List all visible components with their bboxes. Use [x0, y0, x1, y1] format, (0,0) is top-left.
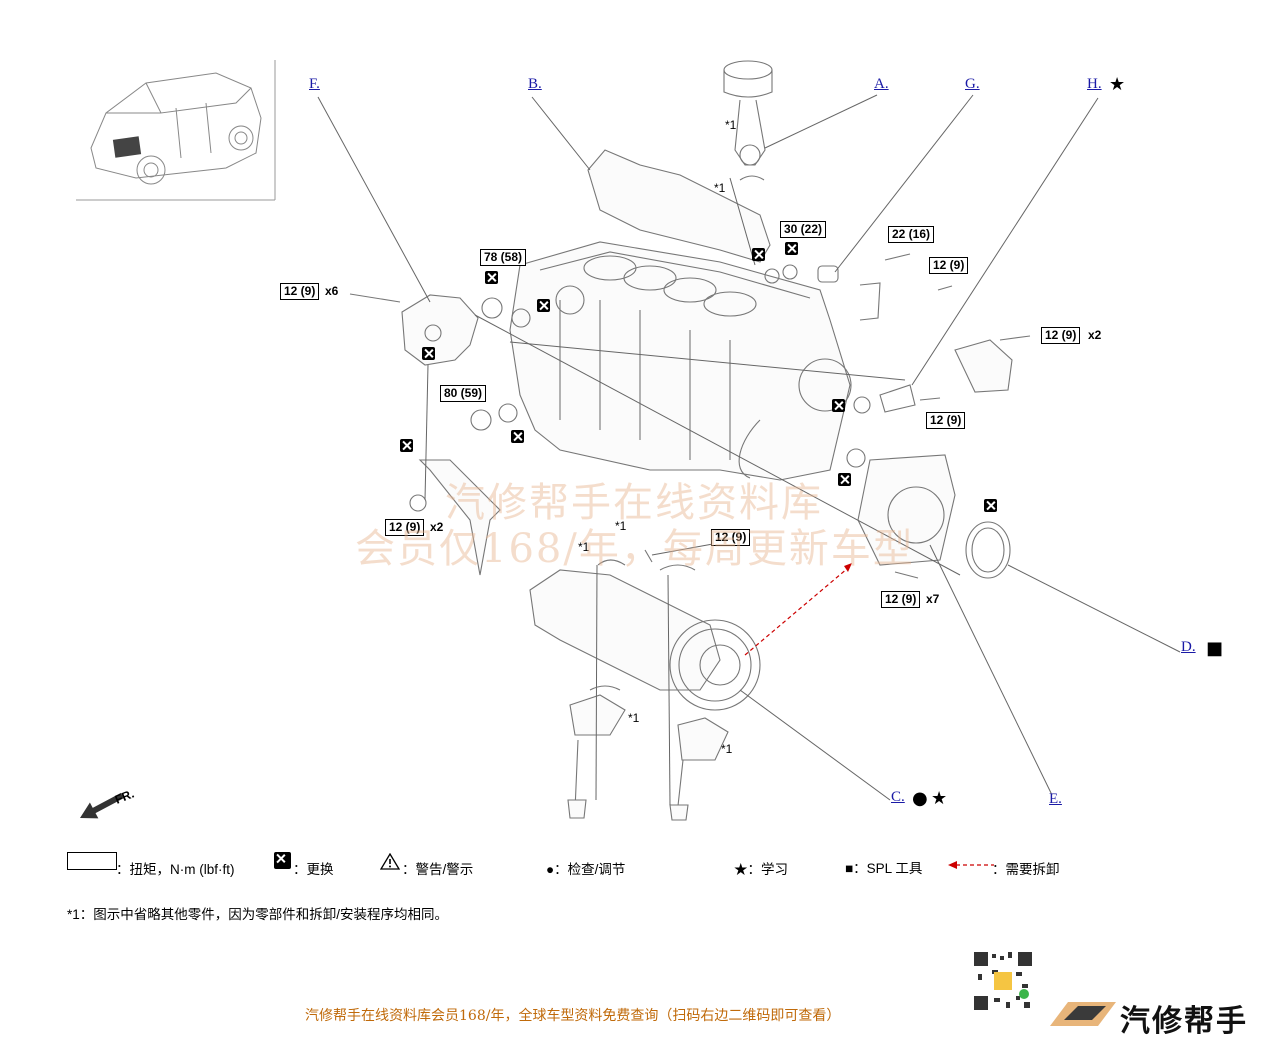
callout-a[interactable]: A.	[874, 76, 889, 92]
legend-warning-icon	[380, 853, 400, 870]
legend-inspect: ●：检查/调节	[546, 862, 626, 877]
legend-torque-box-icon	[67, 852, 117, 870]
callout-e[interactable]: E.	[1049, 791, 1062, 807]
qr-code-image	[972, 950, 1034, 1012]
spl-tool-square-icon: ■	[1206, 638, 1224, 659]
callout-b[interactable]: B.	[528, 76, 542, 92]
legend-replace: ：更换	[293, 862, 334, 877]
torque-spec: 12 (9)	[926, 412, 966, 429]
callout-c[interactable]: C.	[891, 789, 905, 805]
torque-spec: 12 (9)	[881, 591, 921, 608]
quantity-label: x2	[430, 520, 444, 534]
torque-spec: 12 (9)	[1041, 327, 1081, 344]
callout-f[interactable]: F.	[309, 76, 320, 92]
callout-h[interactable]: H.	[1087, 76, 1102, 92]
replace-icon	[400, 439, 413, 452]
legend-replace-icon	[274, 852, 291, 869]
replace-icon	[511, 430, 524, 443]
callout-d[interactable]: D.	[1181, 639, 1196, 655]
replace-icon	[832, 399, 845, 412]
replace-icon	[984, 499, 997, 512]
torque-spec: 78 (58)	[480, 249, 527, 266]
brand-logo-icon	[1050, 1002, 1116, 1026]
omitted-parts-note: *1	[628, 711, 640, 725]
replace-icon	[838, 473, 851, 486]
front-direction-arrow	[80, 792, 124, 819]
replace-icon	[422, 347, 435, 360]
footer-promo-text: 汽修帮手在线资料库会员168/年，全球车型资料免费查询（扫码右边二维码即可查看）	[305, 1008, 841, 1024]
omitted-parts-note: *1	[714, 181, 726, 195]
footnote: *1：图示中省略其他零件，因为零部件和拆卸/安装程序均相同。	[67, 907, 449, 922]
legend-learn: ★：学习	[734, 862, 788, 877]
fr-label: FR.	[113, 787, 136, 807]
callout-g[interactable]: G.	[965, 76, 980, 92]
omitted-parts-note: *1	[615, 519, 627, 533]
inspect-dot-icon: ●	[912, 788, 928, 809]
replace-icon	[537, 299, 550, 312]
quantity-label: x2	[1088, 328, 1102, 342]
torque-spec: 22 (16)	[888, 226, 935, 243]
learn-star-icon: ★	[931, 788, 948, 809]
legend-torque: ：扭矩，N·m (lbf·ft)	[116, 862, 235, 877]
omitted-parts-note: *1	[578, 540, 590, 554]
replace-icon	[485, 271, 498, 284]
quantity-label: x7	[926, 592, 940, 606]
brand-name: 汽修帮手	[1120, 1004, 1248, 1039]
watermark-line-1: 汽修帮手在线资料库	[445, 480, 823, 526]
torque-spec: 12 (9)	[711, 529, 751, 546]
torque-spec: 12 (9)	[280, 283, 320, 300]
omitted-parts-note: *1	[725, 118, 737, 132]
torque-spec: 80 (59)	[440, 385, 487, 402]
torque-spec: 12 (9)	[385, 519, 425, 536]
watermark-line-2: 会员仅168/年，每周更新车型	[355, 526, 915, 572]
replace-icon	[785, 242, 798, 255]
quantity-label: x6	[325, 284, 339, 298]
legend-warning: ：警告/警示	[402, 862, 474, 877]
learn-star-icon: ★	[1109, 74, 1126, 95]
legend-remove-arrow-icon	[948, 861, 994, 869]
vehicle-locator-image	[76, 60, 276, 201]
replace-icon	[752, 248, 765, 261]
torque-spec: 30 (22)	[780, 221, 827, 238]
legend-spl-tool: ■：SPL 工具	[845, 861, 923, 876]
torque-spec: 12 (9)	[929, 257, 969, 274]
legend-remove: ：需要拆卸	[992, 862, 1060, 877]
omitted-parts-note: *1	[721, 742, 733, 756]
